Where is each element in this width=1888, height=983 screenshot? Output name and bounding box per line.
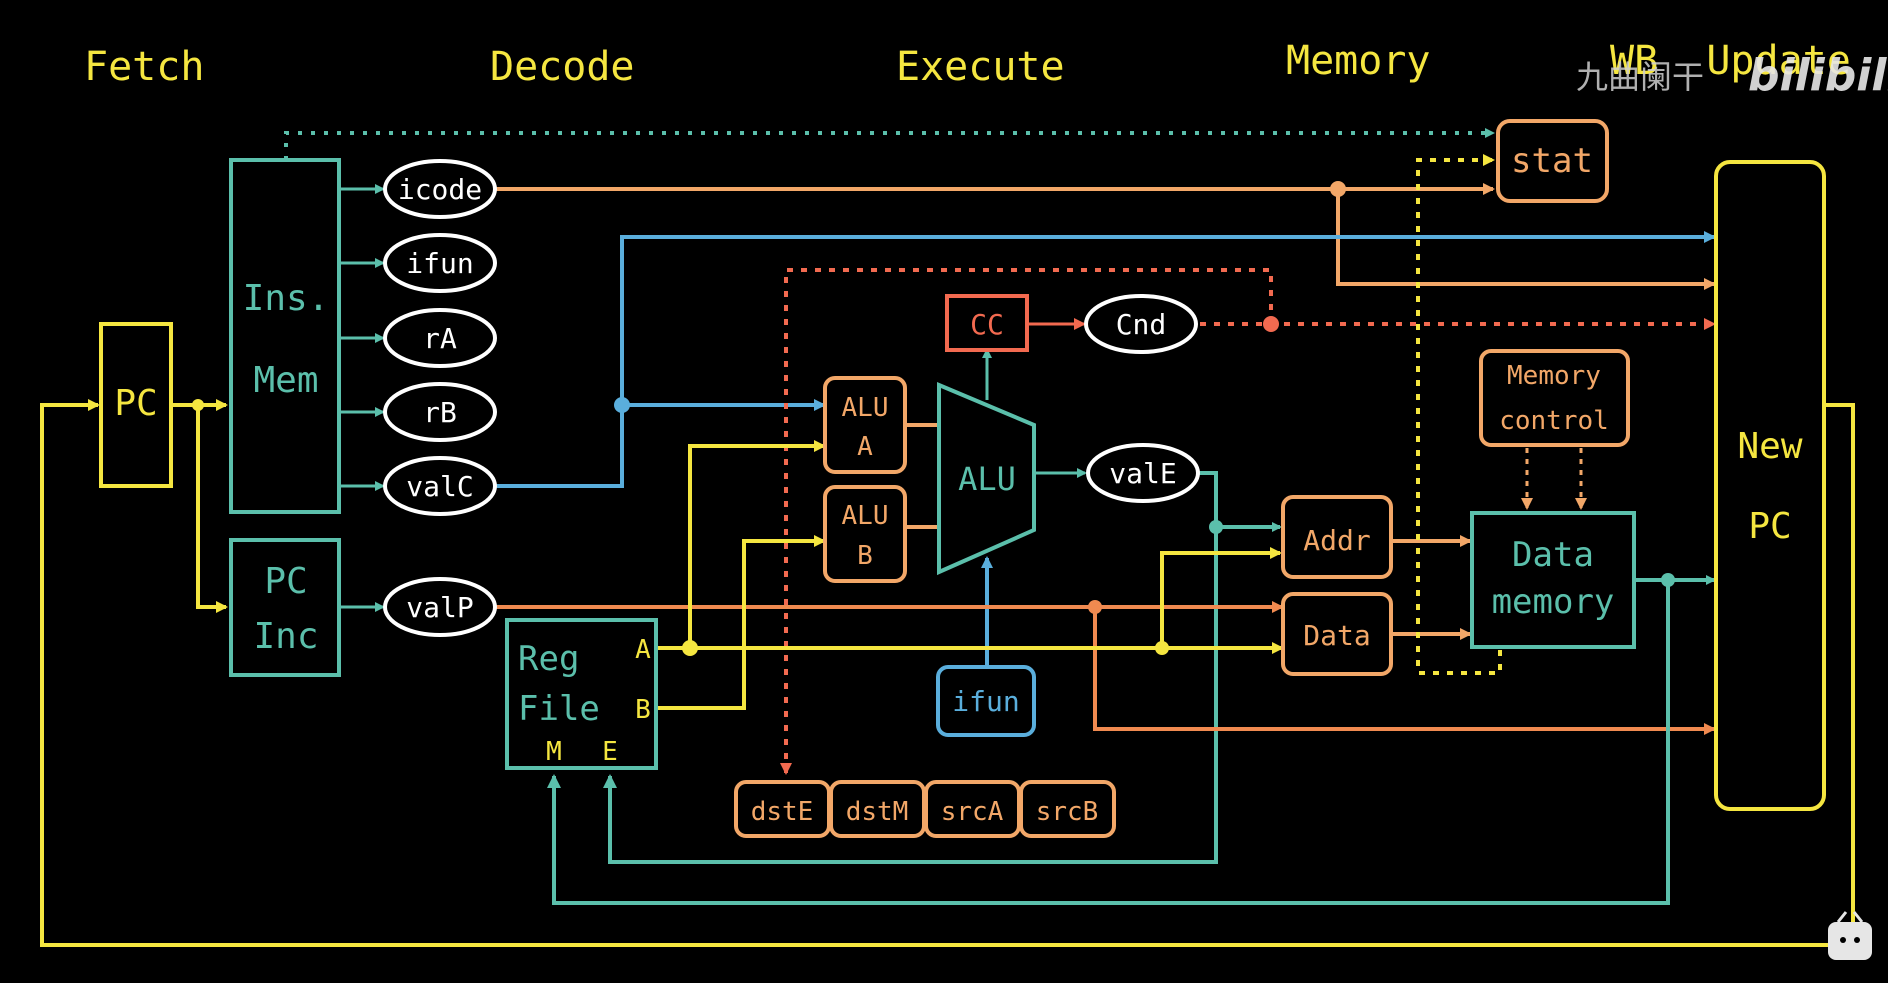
stat-label: stat xyxy=(1511,141,1593,181)
wire-rega-to-addr xyxy=(1160,547,1282,648)
ifun-exec[interactable] xyxy=(936,665,1036,737)
alu-a-mux[interactable] xyxy=(823,376,907,474)
svg-text:rA: rA xyxy=(423,322,457,355)
srcb-label: srcB xyxy=(1036,797,1099,827)
junction-vale xyxy=(1209,520,1223,534)
alu-label: ALU xyxy=(958,460,1016,498)
dste-label: dstE xyxy=(751,797,814,827)
dstm-label: dstM xyxy=(846,797,909,827)
junction-valc xyxy=(614,397,630,413)
cc-label: CC xyxy=(970,308,1004,341)
junction-rega-2 xyxy=(1155,641,1169,655)
reg-file-label-1: Reg xyxy=(518,639,579,679)
alu-a-label-1: ALU xyxy=(842,393,889,423)
signal-valp: valP xyxy=(383,577,497,637)
wire-valp-to-newpc xyxy=(1093,607,1716,735)
wire-rega-to-alua xyxy=(688,440,826,648)
wire-newpc-to-pc xyxy=(40,399,1855,947)
data-memory[interactable] xyxy=(1470,511,1636,649)
signal-ra: rA xyxy=(383,308,497,368)
pc-inc-label-1: PC xyxy=(264,561,307,602)
memory-control[interactable] xyxy=(1479,349,1630,447)
signal-valc: valC xyxy=(383,456,497,516)
wire-insmem-stat-dotted xyxy=(284,128,1495,160)
junction-pc xyxy=(192,399,204,411)
signal-icode: icode xyxy=(383,159,497,219)
wire-vale-down xyxy=(603,471,1218,864)
bilibili-logo-icon: bilibili xyxy=(1748,50,1888,101)
dst-src-group: dstE dstM srcA srcB xyxy=(734,780,1116,838)
ins-mem-label-1: Ins. xyxy=(243,278,330,319)
new-pc-label-1: New xyxy=(1737,426,1802,467)
svg-text:valP: valP xyxy=(406,591,473,624)
stat-register[interactable] xyxy=(1496,119,1609,203)
new-pc[interactable] xyxy=(1714,160,1826,811)
instruction-memory[interactable] xyxy=(229,158,341,514)
pc-inc-label-2: Inc xyxy=(253,616,318,657)
junction-icode xyxy=(1330,181,1346,197)
data-memory-label-1: Data xyxy=(1512,535,1594,575)
condition-codes[interactable] xyxy=(945,294,1029,352)
svg-text:ifun: ifun xyxy=(406,247,473,280)
pc-increment[interactable] xyxy=(229,538,341,677)
reg-port-m: M xyxy=(546,737,562,767)
pc-register[interactable] xyxy=(99,322,173,488)
svg-text:icode: icode xyxy=(398,173,482,206)
alu-unit[interactable] xyxy=(937,381,1036,576)
register-file[interactable] xyxy=(505,618,658,770)
stage-memory: Memory xyxy=(1286,38,1431,84)
svg-text:rB: rB xyxy=(423,396,457,429)
alu-b-label-1: ALU xyxy=(842,501,889,531)
data-mux[interactable] xyxy=(1281,592,1393,676)
pc-label: PC xyxy=(114,383,157,424)
ifun-exec-label: ifun xyxy=(952,685,1019,718)
stage-execute: Execute xyxy=(896,44,1065,90)
svg-text:valE: valE xyxy=(1109,457,1176,490)
stage-fetch: Fetch xyxy=(84,44,204,90)
svg-text:valC: valC xyxy=(406,470,473,503)
junction-valp xyxy=(1088,600,1102,614)
signal-vale: valE xyxy=(1086,443,1200,503)
reg-port-e: E xyxy=(602,737,618,767)
reg-port-b: B xyxy=(635,695,651,725)
wire-dmem-to-regm xyxy=(547,580,1670,905)
alu-b-label-2: B xyxy=(857,541,873,571)
stage-wb-update: WB Update xyxy=(1610,38,1851,84)
alu-a-label-2: A xyxy=(857,432,873,462)
tv-icon[interactable] xyxy=(1828,911,1872,960)
junction-cnd xyxy=(1263,316,1279,332)
new-pc-label-2: PC xyxy=(1748,506,1791,547)
stage-decode: Decode xyxy=(490,44,635,90)
junction-dmem xyxy=(1661,573,1675,587)
signal-ifun: ifun xyxy=(383,233,497,293)
memory-control-label-1: Memory xyxy=(1507,361,1601,391)
wire-dmem-to-stat-dotted xyxy=(1416,154,1502,675)
wire-regb-to-alub xyxy=(656,535,826,710)
wire-icode-to-newpc xyxy=(1336,189,1716,290)
watermark-text: 九曲阑干 xyxy=(1576,58,1704,96)
data-label: Data xyxy=(1303,619,1370,652)
reg-port-a: A xyxy=(635,635,651,665)
addr-mux[interactable] xyxy=(1281,495,1393,579)
wire-pc-to-pcinc xyxy=(196,405,228,613)
wire-cnd-to-dste xyxy=(780,268,1273,775)
signal-cnd: Cnd xyxy=(1084,294,1198,354)
data-memory-label-2: memory xyxy=(1492,582,1615,622)
junction-rega xyxy=(682,640,698,656)
alu-b-mux[interactable] xyxy=(823,485,907,583)
signal-rb: rB xyxy=(383,382,497,442)
addr-label: Addr xyxy=(1303,524,1370,557)
srca-label: srcA xyxy=(941,797,1004,827)
srcb-box[interactable] xyxy=(1019,780,1116,838)
reg-file-label-2: File xyxy=(518,689,600,729)
memory-control-label-2: control xyxy=(1499,406,1609,436)
ins-mem-label-2: Mem xyxy=(253,360,318,401)
svg-text:Cnd: Cnd xyxy=(1116,308,1167,341)
svg-text:bilibili: bilibili xyxy=(1748,50,1888,101)
wire-valc xyxy=(494,231,1716,488)
